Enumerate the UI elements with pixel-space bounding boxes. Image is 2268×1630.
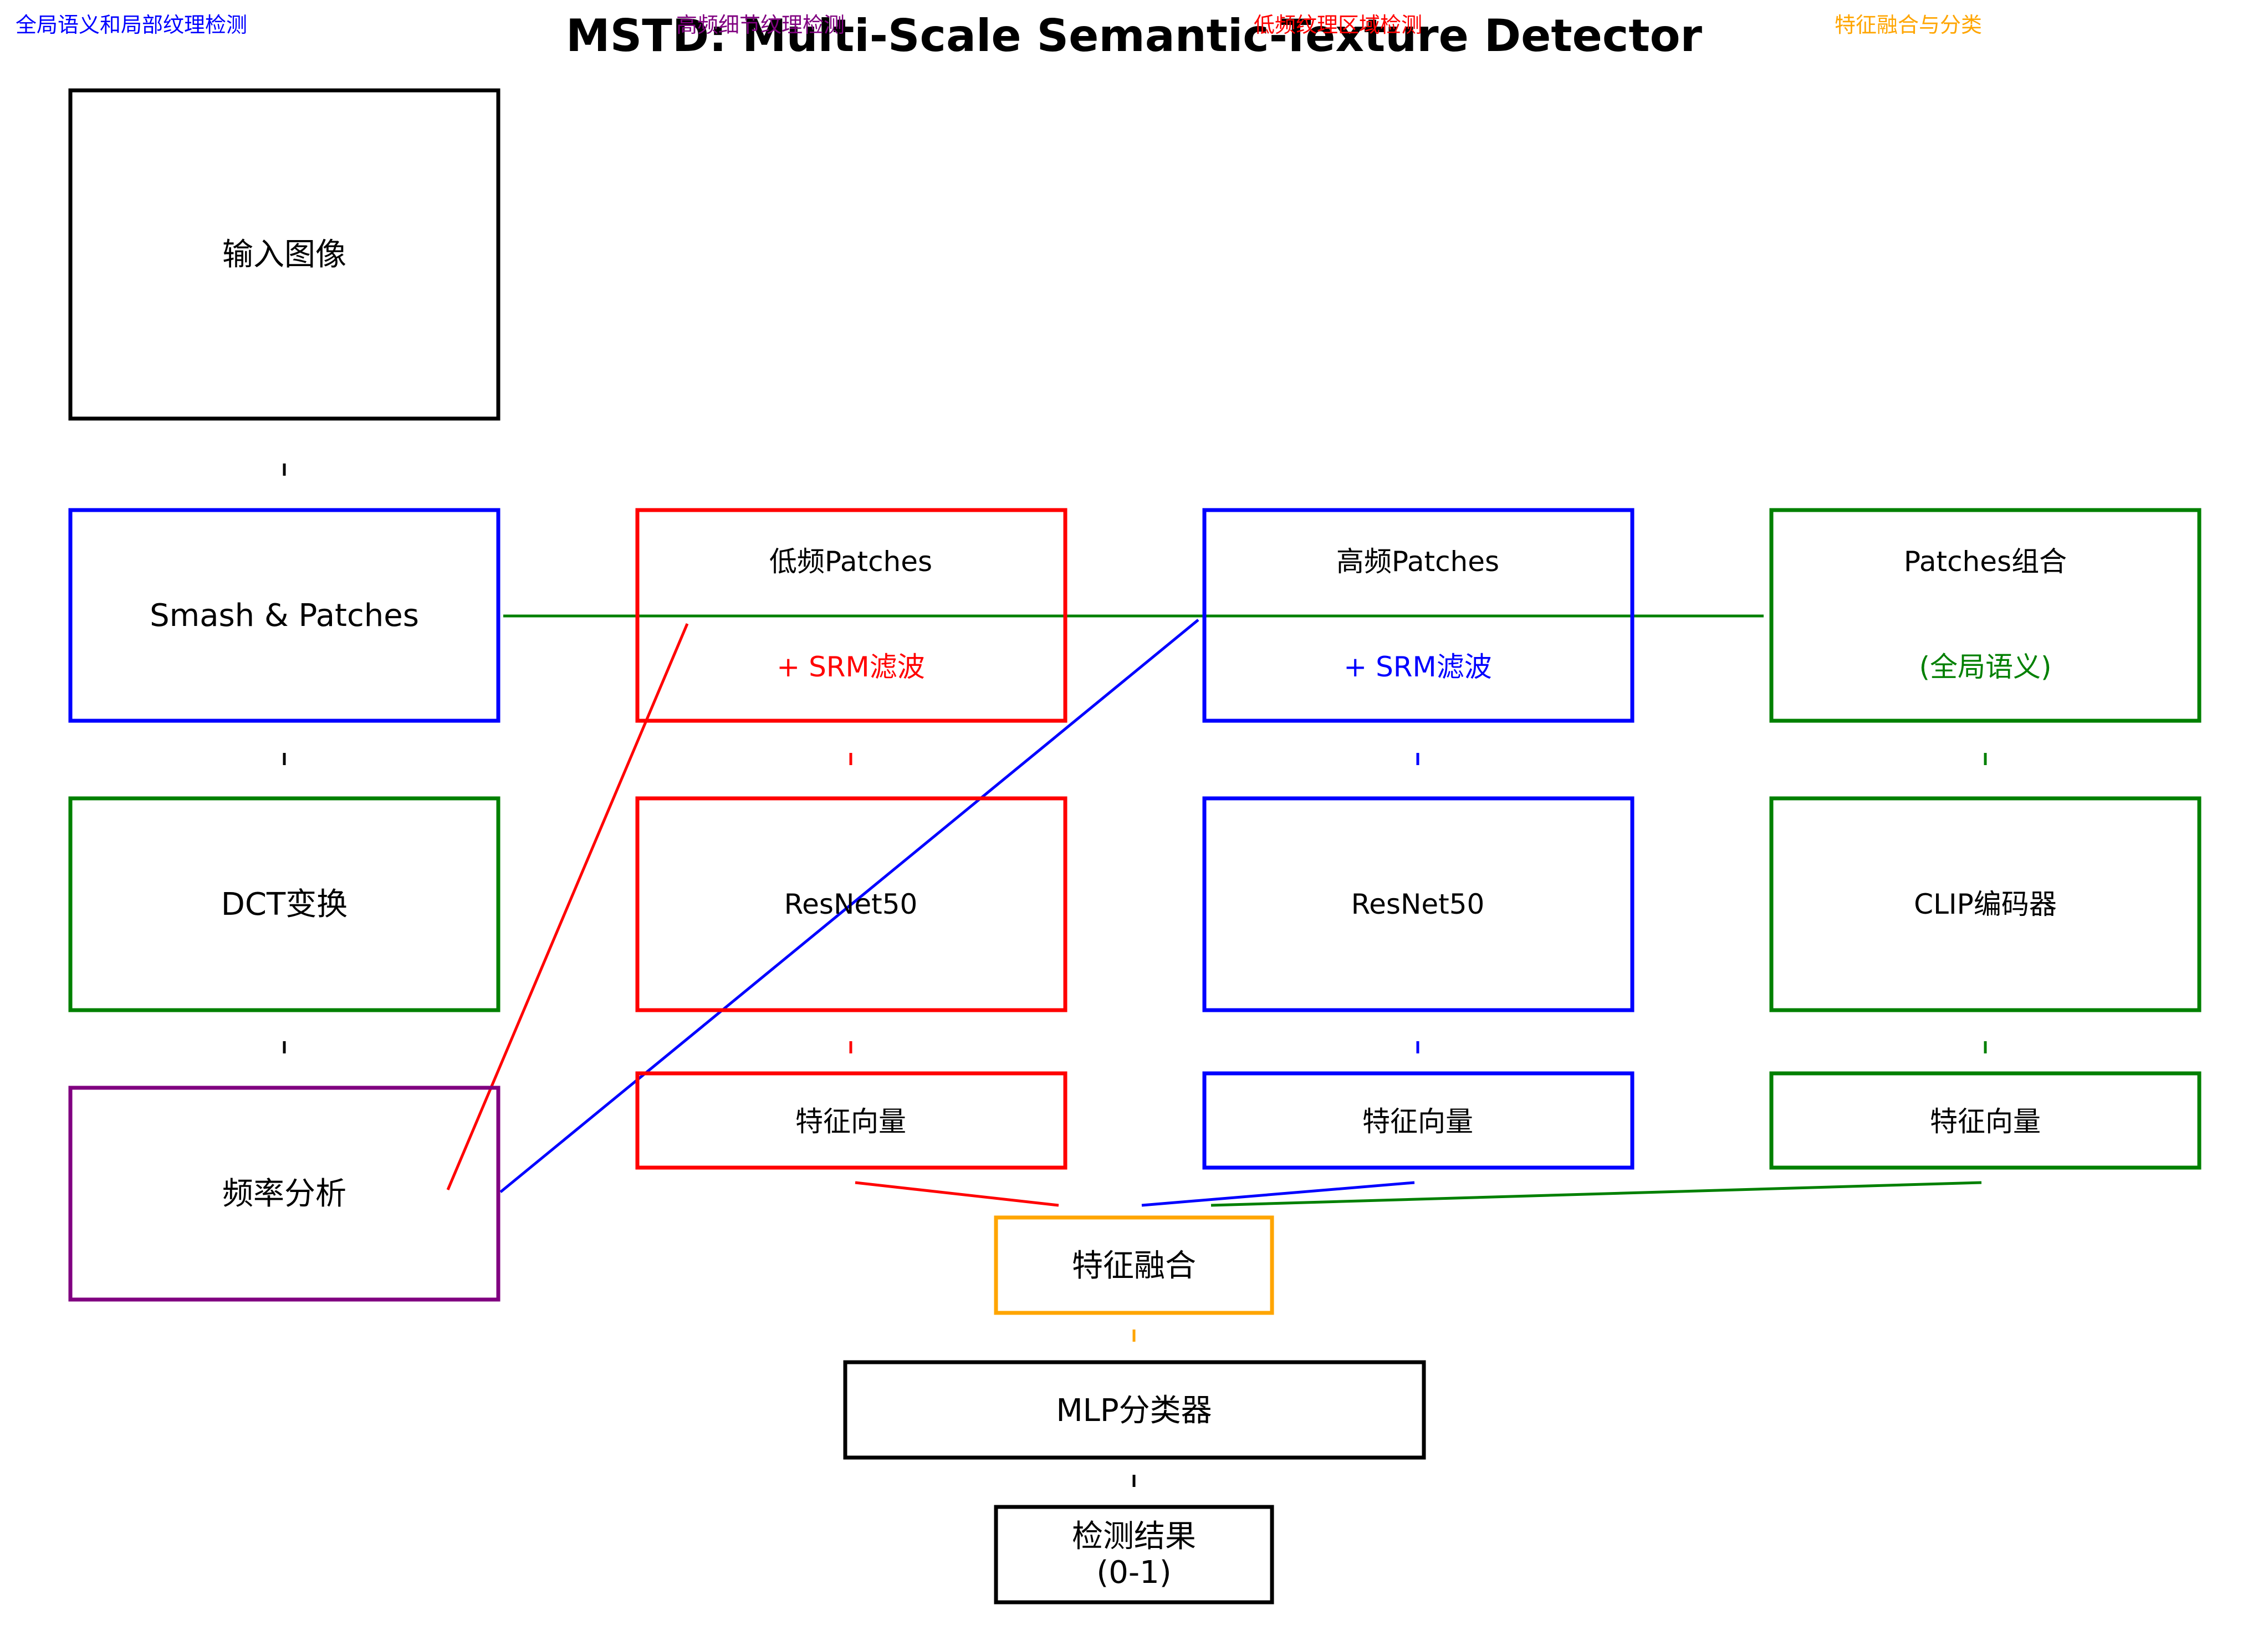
frequency-analysis-box — [68, 1086, 500, 1302]
feature-vector-green-label: 特征向量 — [1930, 1106, 2041, 1138]
arrow-freq-to-low-patches — [446, 623, 689, 1190]
arrow-red-feature-to-fusion — [855, 1181, 1059, 1207]
legend-low-frequency: 低频纹理区域检测 — [1254, 13, 1422, 37]
arrow-freq-to-high-patches — [499, 619, 1199, 1193]
feature-vector-blue-label: 特征向量 — [1362, 1106, 1473, 1138]
mlp-classifier-box — [843, 1360, 1426, 1460]
feature-fusion-label: 特征融合 — [1072, 1248, 1196, 1284]
high-frequency-srm-label: + SRM滤波 — [1344, 651, 1491, 683]
detection-result-label: 检测结果 — [1072, 1519, 1196, 1555]
input-image-label: 输入图像 — [222, 237, 346, 273]
high-frequency-patches-box — [1202, 508, 1634, 723]
low-frequency-srm-label: + SRM滤波 — [777, 651, 924, 683]
diagram-title: MSTD: Multi-Scale Semantic-Texture Detec… — [566, 10, 1703, 62]
patches-combination-box — [1769, 508, 2201, 723]
resnet-red-box — [635, 796, 1067, 1012]
arrow-blue-feature-to-fusion — [1141, 1181, 1415, 1207]
connectors — [283, 463, 1987, 1487]
legend-global-texture: 全局语义和局部纹理检测 — [16, 13, 247, 37]
smash-patches-box — [68, 508, 500, 723]
feature-vector-blue-box — [1202, 1071, 1634, 1170]
legend-high-frequency: 高频细节纹理检测 — [676, 13, 845, 37]
resnet-blue-label: ResNet50 — [1351, 888, 1485, 920]
high-frequency-patches-label: 高频Patches — [1336, 546, 1499, 578]
detection-result-range: (0-1) — [1096, 1555, 1171, 1591]
clip-encoder-label: CLIP编码器 — [1914, 888, 2057, 920]
mlp-classifier-label: MLP分类器 — [1056, 1393, 1212, 1429]
patches-combination-label: Patches组合 — [1904, 546, 2067, 578]
feature-fusion-box — [994, 1215, 1274, 1315]
global-semantic-label: (全局语义) — [1919, 651, 2051, 683]
detection-result-box — [994, 1505, 1274, 1604]
resnet-red-label: ResNet50 — [784, 888, 918, 920]
legend-fusion-classification: 特征融合与分类 — [1835, 13, 1982, 37]
resnet-blue-box — [1202, 796, 1634, 1012]
input-image-box — [68, 88, 500, 421]
low-frequency-patches-label: 低频Patches — [769, 546, 932, 578]
dct-transform-label: DCT变换 — [221, 887, 348, 923]
feature-vector-green-box — [1769, 1071, 2201, 1170]
low-frequency-patches-box — [635, 508, 1067, 723]
feature-vector-red-box — [635, 1071, 1067, 1170]
arrow-green-feature-to-fusion — [1210, 1181, 1982, 1207]
frequency-analysis-label: 频率分析 — [222, 1176, 346, 1212]
smash-patches-label: Smash & Patches — [150, 598, 419, 634]
dct-transform-box — [68, 796, 500, 1012]
clip-encoder-box — [1769, 796, 2201, 1012]
feature-vector-red-label: 特征向量 — [795, 1106, 906, 1138]
